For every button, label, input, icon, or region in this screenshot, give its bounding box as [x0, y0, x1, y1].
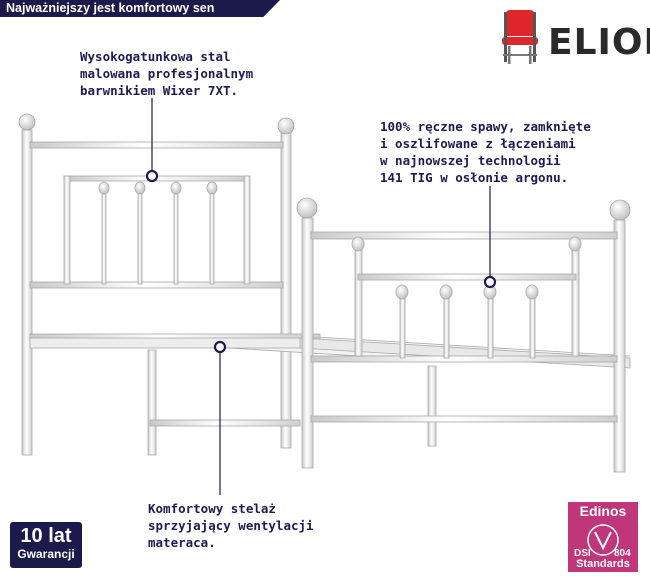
certificate-brand: Edinos — [579, 503, 627, 519]
note-welds: 100% ręczne spawy, zamknięte i oszlifowa… — [380, 118, 591, 186]
note-welds-line: 100% ręczne spawy, zamknięte — [380, 119, 591, 134]
chair-icon — [502, 10, 538, 64]
note-welds-line: i oszlifowane z łączeniami — [380, 136, 576, 151]
note-steel-line: Wysokogatunkowa stal — [80, 49, 231, 64]
warranty-years: 10 lat — [20, 525, 72, 547]
certificate-standards: Standards — [576, 558, 630, 570]
certificate-right-text: 804 — [614, 548, 631, 558]
note-slats-line: Komfortowy stelaż — [148, 501, 276, 516]
certificate-left-text: DSI — [574, 548, 591, 558]
certificate-seal-icon: DSI 804 — [574, 524, 631, 558]
warranty-badge: 10 lat Gwarancji — [10, 522, 82, 568]
note-slats: Komfortowy stelaż sprzyjający wentylacji… — [148, 500, 314, 551]
header-banner: Najważniejszy jest komfortowy sen — [0, 0, 280, 17]
note-steel-line: malowana profesjonalnym — [80, 66, 254, 81]
note-welds-line: 141 TIG w osłonie argonu. — [380, 170, 569, 185]
brand-name: ELIOR — [548, 22, 650, 63]
note-steel: Wysokogatunkowa stal malowana profesjona… — [80, 48, 253, 99]
note-welds-line: w najnowszej technologii — [380, 153, 561, 168]
note-slats-line: materaca. — [148, 535, 216, 550]
warranty-label: Gwarancji — [17, 547, 75, 561]
note-steel-line: barwnikiem Wixer 7XT. — [80, 83, 239, 98]
certificate-badge: Edinos DSI 804 Standards — [568, 502, 638, 572]
banner-text: Najważniejszy jest komfortowy sen — [6, 1, 215, 15]
note-slats-line: sprzyjający wentylacji — [148, 518, 314, 533]
